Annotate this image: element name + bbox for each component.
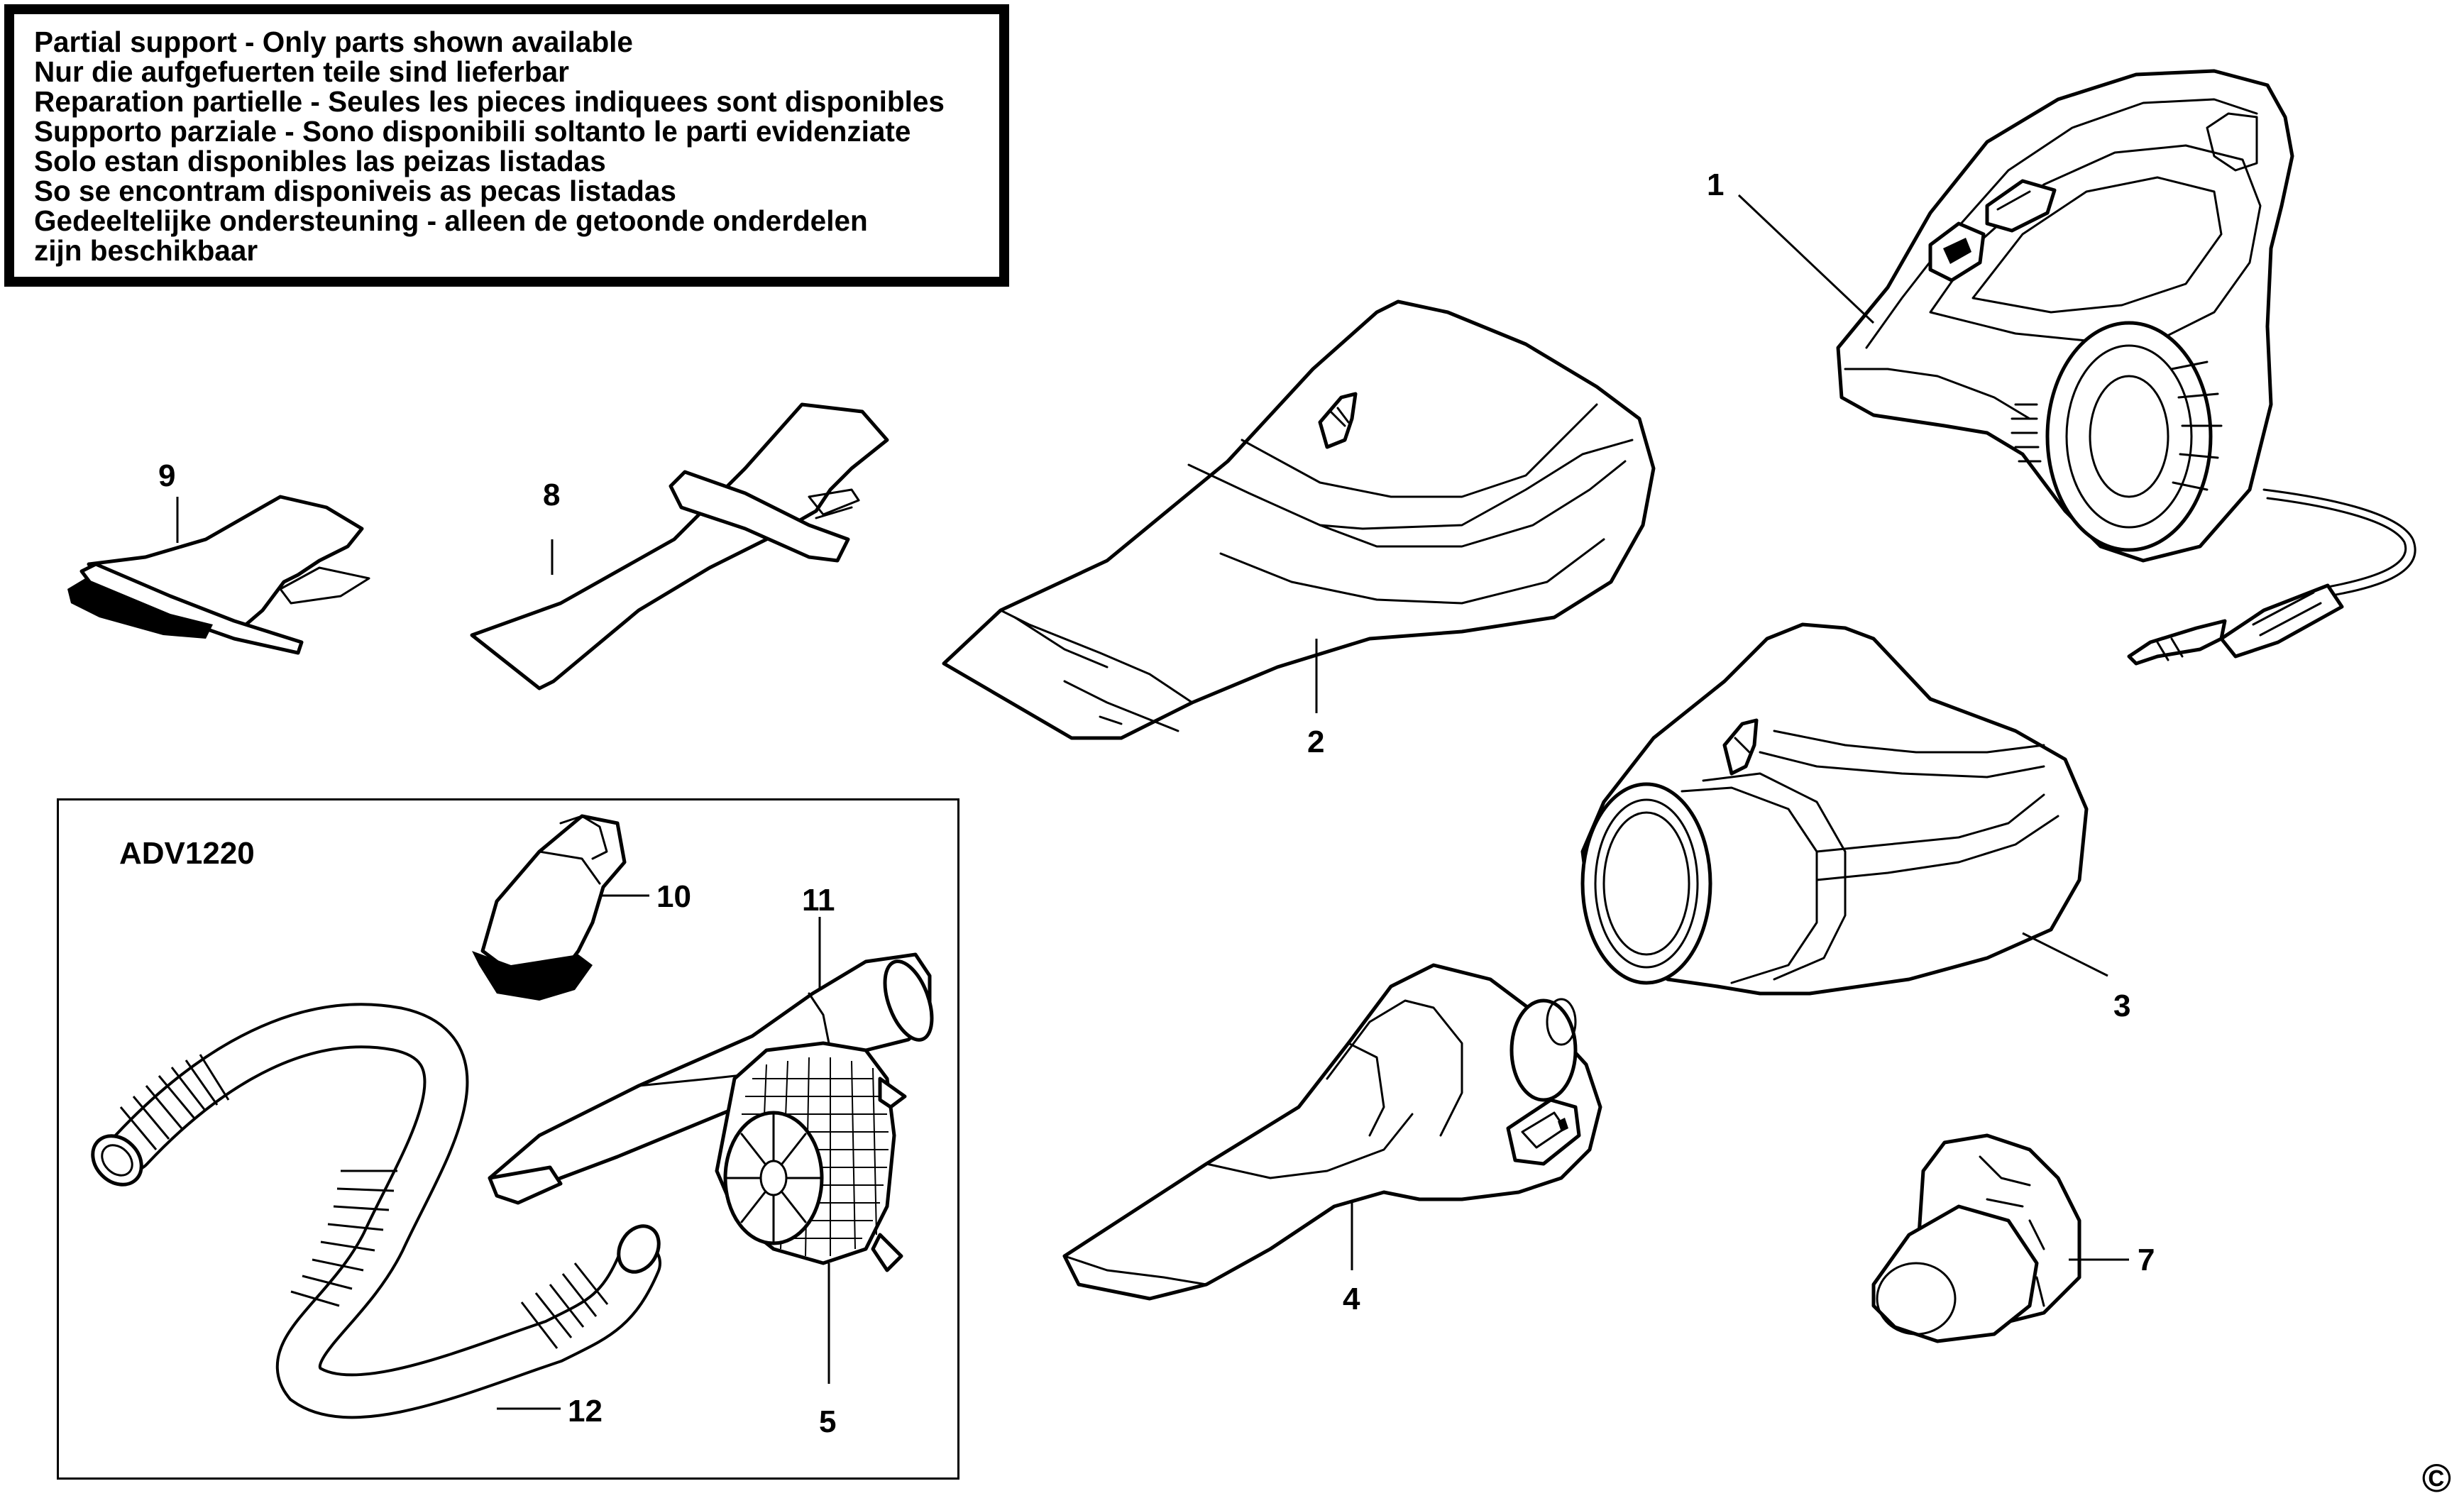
accessory-kit-frame xyxy=(57,798,959,1480)
part-number-9: 9 xyxy=(158,458,175,493)
part-number-3: 3 xyxy=(2113,989,2130,1023)
extension-nozzle-icon[interactable] xyxy=(1062,963,1602,1301)
dust-bowl-icon[interactable] xyxy=(942,299,1656,740)
handheld-car-vacuum-body-icon[interactable] xyxy=(1836,69,2416,666)
notice-line: zijn beschikbaar xyxy=(34,234,258,267)
part-number-2: 2 xyxy=(1307,725,1324,759)
release-button-icon[interactable] xyxy=(1506,1098,1581,1166)
filter-icon[interactable] xyxy=(715,1041,907,1272)
notice-line: Solo estan disponibles las peizas listad… xyxy=(34,145,606,177)
release-latch-icon[interactable] xyxy=(1318,392,1358,449)
power-switch-icon[interactable] xyxy=(1928,221,1986,282)
car-plug-icon xyxy=(2127,583,2344,666)
notice-line: Supporto parziale - Sono disponibili sol… xyxy=(34,115,911,148)
part-number-10: 10 xyxy=(656,879,691,914)
part-number-8: 8 xyxy=(543,478,560,512)
crevice-tool-icon[interactable] xyxy=(470,402,889,690)
part-number-12: 12 xyxy=(568,1394,603,1429)
leader-line xyxy=(1737,194,1875,324)
part-number-7: 7 xyxy=(2138,1243,2155,1277)
flexible-hose-icon[interactable] xyxy=(83,1003,667,1419)
notice-line: Reparation partielle - Seules les pieces… xyxy=(34,85,945,118)
pre-filter-icon[interactable] xyxy=(1871,1133,2081,1343)
copyright-mark: © xyxy=(2421,1455,2451,1500)
release-latch-icon[interactable] xyxy=(1722,718,1759,776)
partial-support-notice: Partial support - Only parts shown avail… xyxy=(4,4,1009,287)
kit-model-label: ADV1220 xyxy=(119,836,255,871)
brush-tool-icon[interactable] xyxy=(67,495,370,655)
part-number-11: 11 xyxy=(802,883,835,918)
long-crevice-tool-icon[interactable] xyxy=(488,952,941,1205)
notice-line: So se encontram disponiveis as pecas lis… xyxy=(34,175,676,207)
notice-line: Partial support - Only parts shown avail… xyxy=(34,26,633,58)
part-number-1: 1 xyxy=(1707,167,1724,202)
dusting-brush-icon[interactable] xyxy=(472,814,627,1001)
leader-line xyxy=(2022,932,2108,977)
notice-line: Nur die aufgefuerten teile sind lieferba… xyxy=(34,55,569,88)
notice-line: Gedeeltelijke ondersteuning - alleen de … xyxy=(34,204,868,237)
dust-bowl-with-filter-ring-icon[interactable] xyxy=(1580,622,2089,996)
part-number-4: 4 xyxy=(1343,1282,1360,1316)
part-number-5: 5 xyxy=(819,1404,836,1439)
